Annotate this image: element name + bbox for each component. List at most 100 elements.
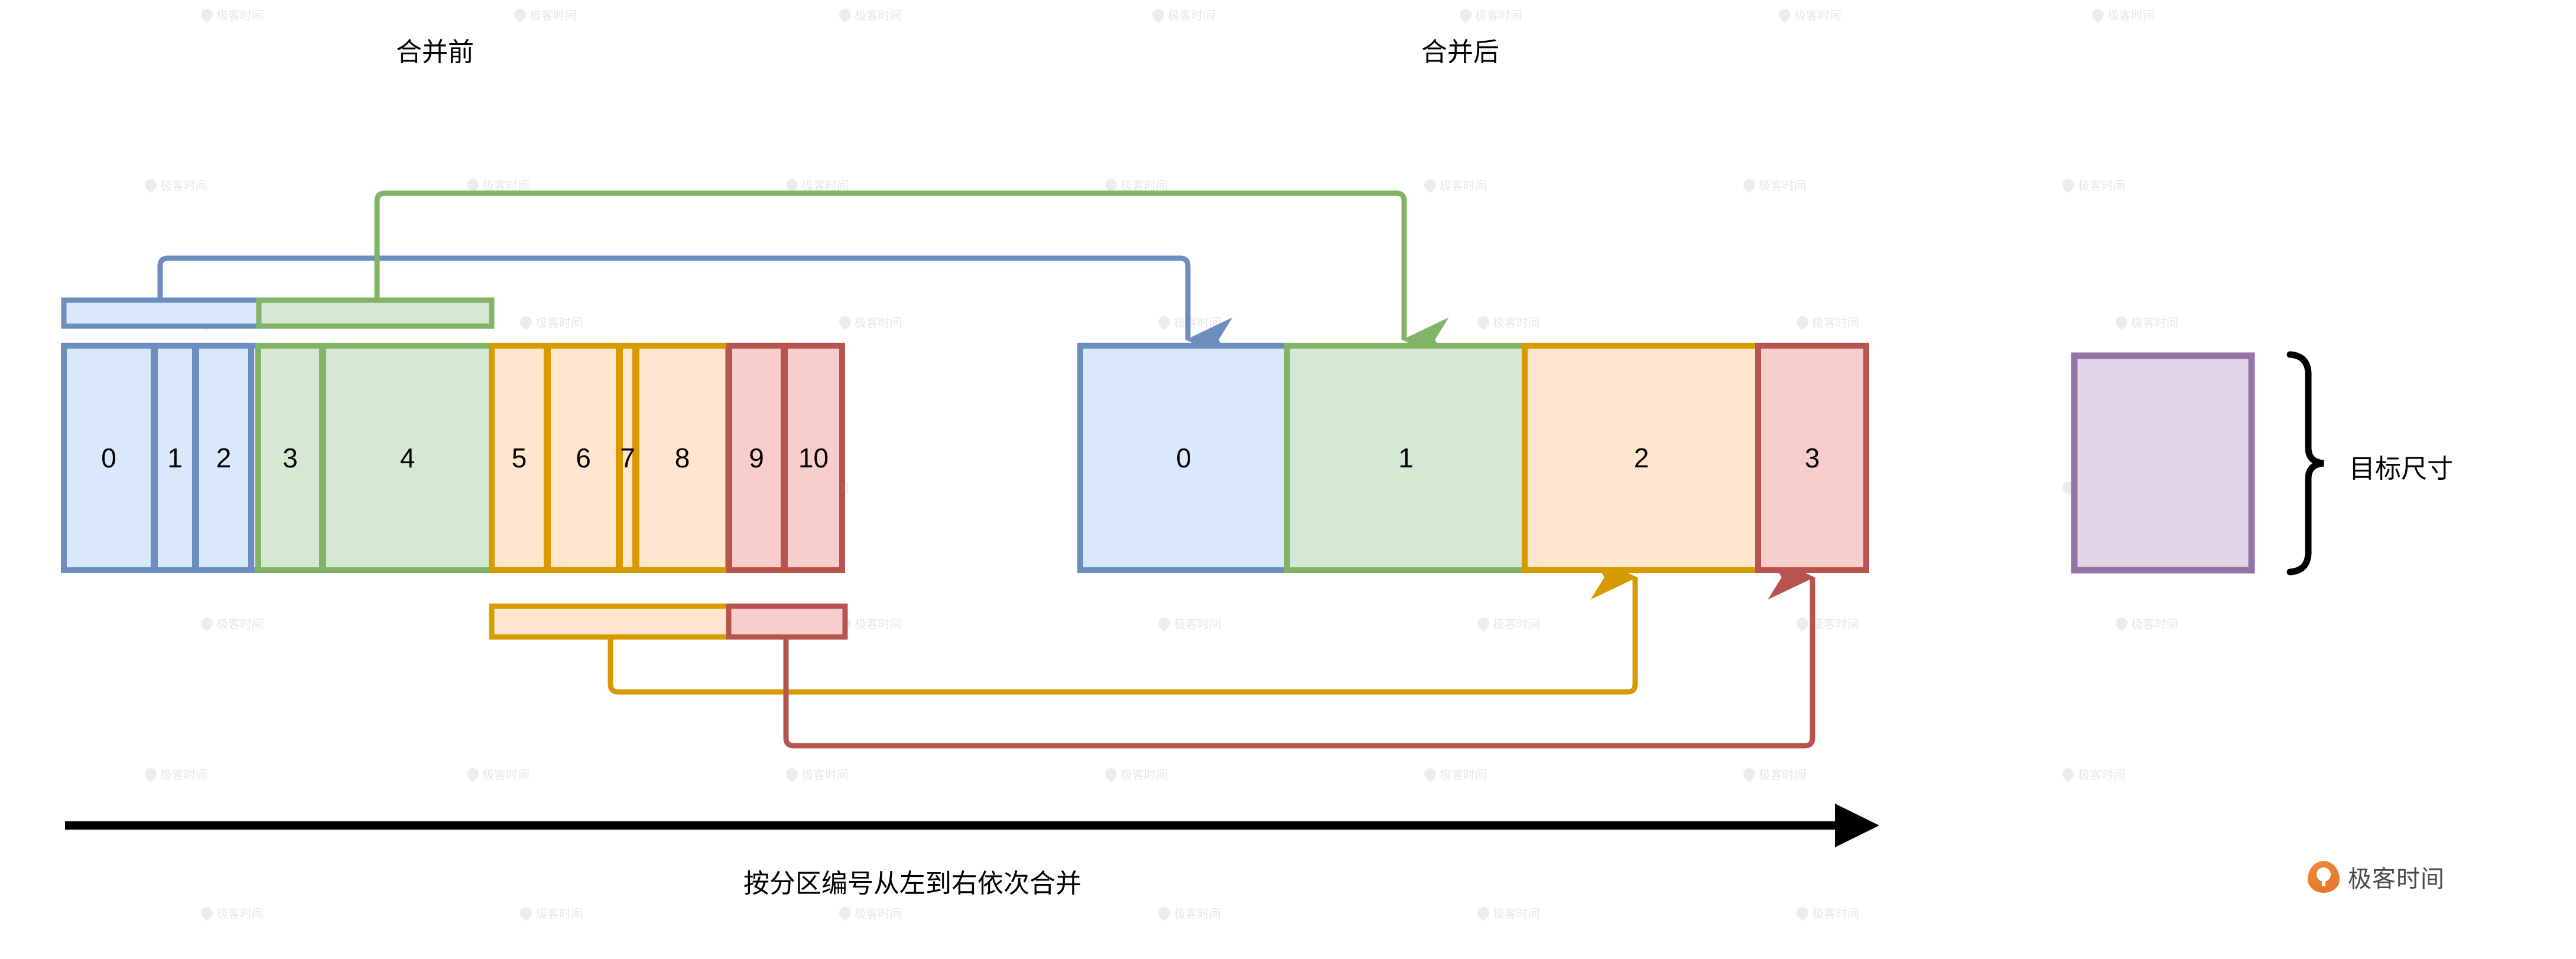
watermark: 极客时间 bbox=[464, 176, 530, 193]
watermark-pin-icon bbox=[1776, 6, 1794, 23]
watermark-pin-icon bbox=[836, 904, 854, 921]
watermark: 极客时间 bbox=[198, 6, 264, 23]
watermark-pin-icon bbox=[783, 765, 801, 782]
watermark-text: 极客时间 bbox=[1174, 618, 1221, 631]
partition-label-4: 4 bbox=[399, 443, 415, 473]
watermark-pin-icon bbox=[1794, 615, 1811, 632]
watermark: 极客时间 bbox=[783, 176, 849, 193]
label-after-merge: 合并后 bbox=[1421, 38, 1499, 67]
watermark: 极客时间 bbox=[198, 615, 264, 632]
watermark: 极客时间 bbox=[198, 904, 264, 921]
watermark-text: 极客时间 bbox=[2078, 769, 2125, 782]
watermark-pin-icon bbox=[1421, 765, 1439, 782]
watermark-text: 极客时间 bbox=[1812, 618, 1859, 631]
watermark-text: 极客时间 bbox=[2107, 9, 2155, 22]
watermark-text: 极客时间 bbox=[535, 317, 583, 330]
preview-bar-bottom bbox=[489, 603, 848, 640]
watermark: 极客时间 bbox=[517, 313, 583, 330]
watermark-pin-icon bbox=[464, 765, 482, 782]
partition-label-10: 10 bbox=[798, 443, 829, 473]
watermark-pin-icon bbox=[836, 6, 854, 23]
watermark-pin-icon bbox=[1794, 904, 1811, 921]
partition-label-3: 3 bbox=[282, 443, 298, 473]
watermark-pin-icon bbox=[2089, 6, 2107, 23]
watermark: 极客时间 bbox=[198, 313, 264, 330]
watermark-pin-icon bbox=[783, 176, 801, 193]
watermark-text: 极客时间 bbox=[1794, 9, 1841, 22]
watermark: 极客时间 bbox=[2059, 176, 2125, 193]
brand-logo-text: 极客时间 bbox=[2348, 866, 2445, 892]
watermark-pin-icon bbox=[836, 615, 854, 632]
watermark-pin-icon bbox=[1474, 904, 1492, 921]
preview-segment-blue bbox=[61, 297, 262, 329]
watermark: 极客时间 bbox=[1155, 313, 1221, 330]
watermark-text: 极客时间 bbox=[2131, 317, 2178, 330]
watermark: 极客时间 bbox=[511, 6, 577, 23]
watermark: 极客时间 bbox=[1776, 6, 1841, 23]
watermark-text: 极客时间 bbox=[1440, 180, 1487, 193]
watermark-pin-icon bbox=[1421, 176, 1439, 193]
watermark-text: 极客时间 bbox=[2131, 618, 2178, 631]
partition-label-6: 6 bbox=[576, 443, 591, 473]
connector-green bbox=[374, 190, 1449, 362]
watermark-text: 极客时间 bbox=[1440, 769, 1487, 782]
watermark: 极客时间 bbox=[836, 615, 902, 632]
watermark-pin-icon bbox=[142, 176, 160, 193]
watermark-pin-icon bbox=[1794, 313, 1811, 330]
watermark-text: 极客时间 bbox=[482, 180, 530, 193]
geektime-pin-icon bbox=[2308, 861, 2340, 893]
watermark: 极客时间 bbox=[2113, 313, 2178, 330]
watermark-pin-icon bbox=[511, 6, 529, 23]
watermark-pin-icon bbox=[517, 904, 535, 921]
direction-axis-arrow bbox=[65, 804, 1879, 847]
watermark: 极客时间 bbox=[1102, 765, 1168, 782]
connector-blue bbox=[157, 255, 1233, 362]
watermark-text: 极客时间 bbox=[1174, 908, 1221, 921]
watermark: 极客时间 bbox=[142, 765, 207, 782]
watermark: 极客时间 bbox=[1102, 176, 1168, 193]
watermark-text: 极客时间 bbox=[855, 618, 902, 631]
watermark-pin-icon bbox=[2113, 313, 2130, 330]
watermark-text: 极客时间 bbox=[1759, 180, 1806, 193]
watermark: 极客时间 bbox=[1155, 615, 1221, 632]
watermark-pin-icon bbox=[198, 615, 216, 632]
preview-segment-green bbox=[256, 297, 495, 329]
watermark: 极客时间 bbox=[1740, 176, 1806, 193]
watermark-pin-icon bbox=[1474, 313, 1492, 330]
connector-orange bbox=[608, 555, 1638, 695]
partition-label-8: 8 bbox=[674, 443, 690, 473]
watermark: 极客时间 bbox=[1155, 904, 1221, 921]
watermark: 极客时间 bbox=[836, 313, 902, 330]
watermark-pin-icon bbox=[198, 904, 216, 921]
watermark-pin-icon bbox=[464, 176, 482, 193]
watermark-pin-icon bbox=[2059, 765, 2077, 782]
preview-segment-orange bbox=[489, 603, 732, 640]
watermark-pin-icon bbox=[1102, 176, 1120, 193]
watermark: 极客时间 bbox=[1149, 6, 1215, 23]
watermark-pin-icon bbox=[198, 313, 216, 330]
preview-segment-red bbox=[726, 603, 848, 640]
watermark-text: 极客时间 bbox=[801, 180, 849, 193]
merged-partition-label-0: 0 bbox=[1176, 443, 1191, 473]
watermark-text: 极客时间 bbox=[1812, 908, 1859, 921]
watermark: 极客时间 bbox=[836, 6, 902, 23]
partition-label-9: 9 bbox=[749, 443, 764, 473]
watermark: 极客时间 bbox=[517, 904, 583, 921]
watermark-text: 极客时间 bbox=[1120, 769, 1168, 782]
watermark: 极客时间 bbox=[1794, 313, 1859, 330]
target-size-brace bbox=[2286, 351, 2324, 576]
watermark-pin-icon bbox=[1457, 6, 1474, 23]
watermark-pin-icon bbox=[1102, 765, 1120, 782]
partition-label-2: 2 bbox=[216, 443, 232, 473]
partition-label-0: 0 bbox=[101, 443, 116, 473]
connector-red bbox=[783, 555, 1815, 749]
watermark: 极客时间 bbox=[1474, 904, 1540, 921]
target-size-label: 目标尺寸 bbox=[2349, 454, 2453, 483]
watermark-pin-icon bbox=[1740, 176, 1758, 193]
watermark-pin-icon bbox=[198, 6, 216, 23]
watermark-text: 极客时间 bbox=[1168, 9, 1215, 22]
merged-partition-label-1: 1 bbox=[1398, 443, 1414, 473]
watermark: 极客时间 bbox=[1474, 313, 1540, 330]
watermark-pin-icon bbox=[2059, 479, 2077, 496]
